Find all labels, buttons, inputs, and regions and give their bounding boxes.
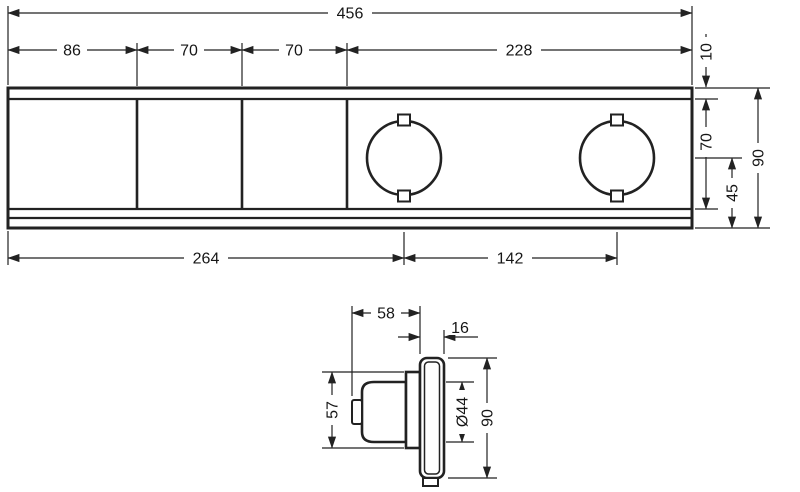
label-background <box>57 41 87 59</box>
knob-circle <box>365 119 443 197</box>
label-background <box>371 304 401 322</box>
escutcheon-inner-line <box>423 361 441 475</box>
label-background <box>174 41 204 59</box>
dim-center-to-bottom-label: 45 <box>725 184 742 202</box>
label-background <box>749 143 767 173</box>
label-background <box>279 41 309 59</box>
label-background <box>446 320 474 335</box>
label-background <box>488 249 532 267</box>
dim-overall-width: 456 <box>7 4 693 85</box>
rotated-label: 90 <box>478 403 497 433</box>
label-background <box>497 41 541 59</box>
safety-stop-nub <box>422 477 439 487</box>
handle-cap-side <box>351 399 363 425</box>
rotated-label: Ø44 <box>453 390 472 434</box>
left-handle-knob <box>365 113 443 203</box>
knob-grip-notch <box>610 189 624 203</box>
label-background <box>697 37 715 67</box>
side-view: 58 16 57 Ø44 <box>322 304 497 487</box>
dim-overall-height-label: 90 <box>751 149 768 167</box>
dim-face-height-label: 70 <box>699 133 716 151</box>
dim-top-edge: 10 <box>695 34 718 100</box>
dim-handle-diameter: Ø44 <box>446 381 474 443</box>
dim-overall-height: 90 <box>695 87 770 229</box>
dim-handle-height: 57 <box>322 371 404 449</box>
dim-knob1-to-knob2-label: 142 <box>497 251 524 268</box>
right-handle-knob <box>578 113 656 203</box>
rotated-label: 70 <box>697 127 716 157</box>
rotated-label: 10 <box>697 37 716 67</box>
knob-grip-notch <box>397 113 411 127</box>
label-background <box>723 178 741 208</box>
handle-flange-side <box>404 370 422 450</box>
knob-grip-notch <box>610 113 624 127</box>
knob-grip-notch <box>397 189 411 203</box>
knob-circle <box>578 119 656 197</box>
dim-plate-thickness-label: 16 <box>451 320 469 337</box>
top-view: 456 86 70 70 228 10 <box>6 4 770 268</box>
dim-overall-width-label: 456 <box>337 6 364 23</box>
label-background <box>478 403 496 433</box>
plate-front-view <box>6 86 694 230</box>
dim-side-overall-height: 90 <box>448 357 497 479</box>
dim-left-to-knob1-label: 264 <box>193 251 220 268</box>
dim-depth: 58 <box>351 304 421 396</box>
dim-handle-height-label: 57 <box>325 401 342 419</box>
rotated-label: 45 <box>723 178 742 208</box>
plate-outline <box>6 86 694 230</box>
label-background <box>323 395 341 425</box>
handle-grip-side <box>360 380 408 444</box>
label-background <box>453 390 471 434</box>
dim-face-height: 70 <box>695 98 718 210</box>
dim-segment3-label: 70 <box>285 43 303 60</box>
dim-center-to-bottom: 45 <box>695 157 742 229</box>
escutcheon-plate-side <box>418 356 446 480</box>
label-background <box>697 127 715 157</box>
rotated-label: 90 <box>749 143 768 173</box>
dim-segment1-label: 86 <box>63 43 81 60</box>
label-background <box>184 249 228 267</box>
dim-handle-diameter-label: Ø44 <box>455 397 472 427</box>
dim-segment2-label: 70 <box>180 43 198 60</box>
valve-side-profile <box>351 356 446 487</box>
dim-side-overall-height-label: 90 <box>480 409 497 427</box>
dim-plate-thickness: 16 <box>398 320 478 354</box>
dim-segments-row: 86 70 70 228 <box>7 41 693 86</box>
dim-top-edge-label: 10 <box>699 43 716 61</box>
dim-segment4-label: 228 <box>506 43 533 60</box>
rotated-label: 57 <box>323 395 342 425</box>
dim-bottom-row: 264 142 <box>7 231 618 268</box>
label-background <box>328 4 372 22</box>
dim-depth-label: 58 <box>377 306 395 323</box>
